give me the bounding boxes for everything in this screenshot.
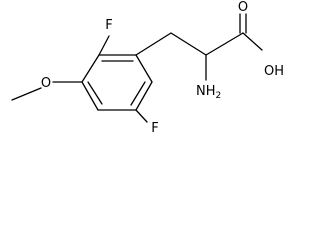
ring-bond-5: [81, 81, 99, 111]
amino-label: NH2: [196, 84, 221, 101]
ring-double-bond-2: [130, 81, 146, 106]
methoxy-oxygen-label: O: [41, 76, 51, 91]
amino-symbol: NH: [196, 84, 216, 99]
methoxy-methyl-bond: [11, 87, 42, 101]
alpha-to-carboxyl-bond: [205, 32, 244, 56]
fluoro-bottom-bond: [135, 109, 148, 123]
molecule-drawing: F F O O OH NH2: [11, 0, 284, 136]
ch2-to-alpha-bond: [170, 32, 207, 56]
carboxyl-oh-bond: [242, 32, 263, 51]
ring-double-bond-3: [87, 81, 103, 105]
hydroxyl-label: OH: [264, 64, 284, 79]
carbonyl-oxygen-label: O: [238, 0, 248, 15]
fluoro-bottom-label: F: [151, 121, 158, 136]
structure-diagram: F F O O OH NH2: [11, 0, 284, 136]
amino-subscript: 2: [216, 91, 222, 101]
ring-bond-6: [81, 54, 100, 83]
ring-to-ch2-bond: [135, 32, 172, 56]
ring-bond-3: [135, 81, 153, 111]
fluoro-top-label: F: [105, 18, 112, 33]
fluoro-top-bond: [98, 35, 110, 56]
ring-bond-2: [135, 54, 153, 83]
